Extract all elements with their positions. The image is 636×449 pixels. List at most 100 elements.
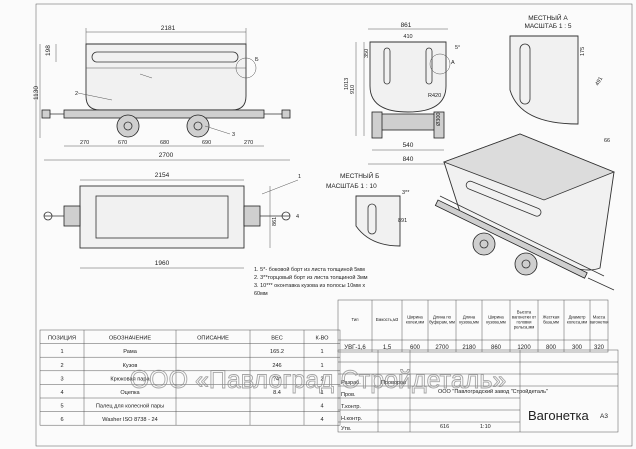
tb-tech-label: Т.контр. <box>341 404 361 410</box>
dim-r420: R420 <box>428 93 441 99</box>
dim-270a: 270 <box>80 140 89 146</box>
title-block: Разраб. Проворов Пров. Т.контр. Н.контр.… <box>337 349 619 433</box>
parts-cell: 5 <box>60 404 63 410</box>
tb-approve-label: Утв. <box>341 426 352 432</box>
parts-cell: 3 <box>60 376 63 382</box>
front-body-shape <box>369 41 447 113</box>
dim-670: 670 <box>118 140 127 146</box>
dim-side-length: 2181 <box>161 25 176 32</box>
parts-cell: 8.4 <box>273 390 281 396</box>
spec-value-cell: 860 <box>491 345 502 351</box>
dim-det-a-66: 66 <box>604 138 610 144</box>
parts-header-cell: ВЕС <box>271 336 283 342</box>
dim-det-b-891: 891 <box>398 218 407 224</box>
parts-cell: 2 <box>320 376 323 382</box>
parts-cell: 1 <box>320 363 323 369</box>
side-view: 2181 Б 198 1130 2 3 270 670 680 690 270 <box>33 25 291 161</box>
parts-cell: 4 <box>60 390 63 396</box>
side-wheel-2 <box>186 114 210 138</box>
tb-format: A3 <box>600 413 608 420</box>
sheet-frame <box>35 3 633 447</box>
side-body-shape <box>85 43 247 111</box>
dim-plan-861: 861 <box>272 217 278 226</box>
detail-a-title: МЕСТНЫЙ А <box>528 13 568 22</box>
dim-270b: 270 <box>244 140 253 146</box>
plan-body <box>79 185 245 249</box>
parts-cell: 4 <box>320 404 323 410</box>
tb-name: Вагонетка <box>528 408 589 423</box>
tb-company: ООО "Павлоградский завод "Стройдеталь" <box>438 388 548 395</box>
note-1: 1. 5*- боковой борт из листа толщиной 5м… <box>254 266 365 273</box>
side-frame-rail <box>63 109 265 119</box>
detail-a-scale: МАСШТАБ 1 : 5 <box>524 23 571 30</box>
leader-4: 4 <box>296 214 299 220</box>
isometric-view <box>434 133 616 291</box>
spec-value-cell: 2700 <box>435 345 449 351</box>
spec-value-cell: УВГ-1,6 <box>344 345 366 351</box>
dim-2700: 2700 <box>159 152 174 159</box>
spec-header-cell: Емкость,м3 <box>376 317 399 322</box>
detail-b: МЕСТНЫЙ Б МАСШТАБ 1 : 10 3** 891 <box>326 171 410 247</box>
detail-a: МЕСТНЫЙ А МАСШТАБ 1 : 5 175 491 66 <box>509 13 610 144</box>
leader-2: 2 <box>75 91 78 97</box>
parts-cell: Палец для колесной пары <box>96 403 164 410</box>
leader-1: 1 <box>298 174 301 180</box>
parts-header-cell: К-ВО <box>315 336 329 342</box>
dim-690: 690 <box>202 140 211 146</box>
spec-value-cell: 2180 <box>462 345 476 351</box>
spec-value-cell: 320 <box>594 345 605 351</box>
spec-value-cell: 1,5 <box>383 345 392 351</box>
parts-cell: 246 <box>272 363 281 369</box>
dim-350: 350 <box>364 49 370 58</box>
spec-header-cell: Тип <box>352 317 359 322</box>
mark-b: Б <box>255 57 259 63</box>
parts-cell: Рама <box>123 349 138 355</box>
dim-1960: 1960 <box>155 260 170 267</box>
parts-cell: 1 <box>320 390 323 396</box>
plan-view: 2154 1960 861 1 4 <box>43 172 301 269</box>
spec-value-cell: 1200 <box>517 345 531 351</box>
iso-wheel-1 <box>472 232 496 256</box>
side-slot <box>91 51 239 63</box>
dim-2154: 2154 <box>155 172 170 179</box>
dim-angle-5: 5° <box>455 45 460 51</box>
note-4: 60мм <box>254 291 268 297</box>
parts-cell: Кузов <box>123 363 138 369</box>
parts-cell: 2 <box>60 363 63 369</box>
tb-norm-label: Н.контр. <box>341 416 363 422</box>
parts-cell: 1 <box>60 349 63 355</box>
dim-d300: Ø300 <box>436 113 442 126</box>
notes: 1. 5*- боковой борт из листа толщиной 5м… <box>254 266 368 297</box>
parts-header-cell: ПОЗИЦИЯ <box>48 336 76 342</box>
tb-check-label: Пров. <box>341 392 356 398</box>
dim-det-a-491: 491 <box>595 76 605 87</box>
parts-cell: 1 <box>320 349 323 355</box>
detail-a-shape <box>509 35 579 125</box>
tb-developer: Проворов <box>381 380 406 386</box>
note-3: 3. 10*** оконтавка кузова из полосы 10мм… <box>254 283 365 289</box>
parts-cell: Washer ISO 8738 - 24 <box>102 417 157 423</box>
dim-910: 910 <box>350 85 356 94</box>
parts-cell: Оцепка <box>120 390 140 396</box>
parts-cell: Крюковая пара <box>110 376 150 382</box>
dim-side-198: 198 <box>45 45 52 56</box>
dim-det-b-3: 3** <box>402 190 410 196</box>
dim-540: 540 <box>403 142 414 149</box>
detail-b-scale: МАСШТАБ 1 : 10 <box>326 183 377 190</box>
mark-a: А <box>451 60 455 66</box>
front-view: 861 410 5° А R420 Ø300 540 840 910 350 1… <box>344 22 460 165</box>
side-wheel-1 <box>116 114 140 138</box>
parts-table: ПОЗИЦИЯ123456ОБОЗНАЧЕНИЕРамаКузовКрюкова… <box>39 329 341 426</box>
leader-3: 3 <box>232 132 235 138</box>
dim-front-861: 861 <box>401 22 412 29</box>
